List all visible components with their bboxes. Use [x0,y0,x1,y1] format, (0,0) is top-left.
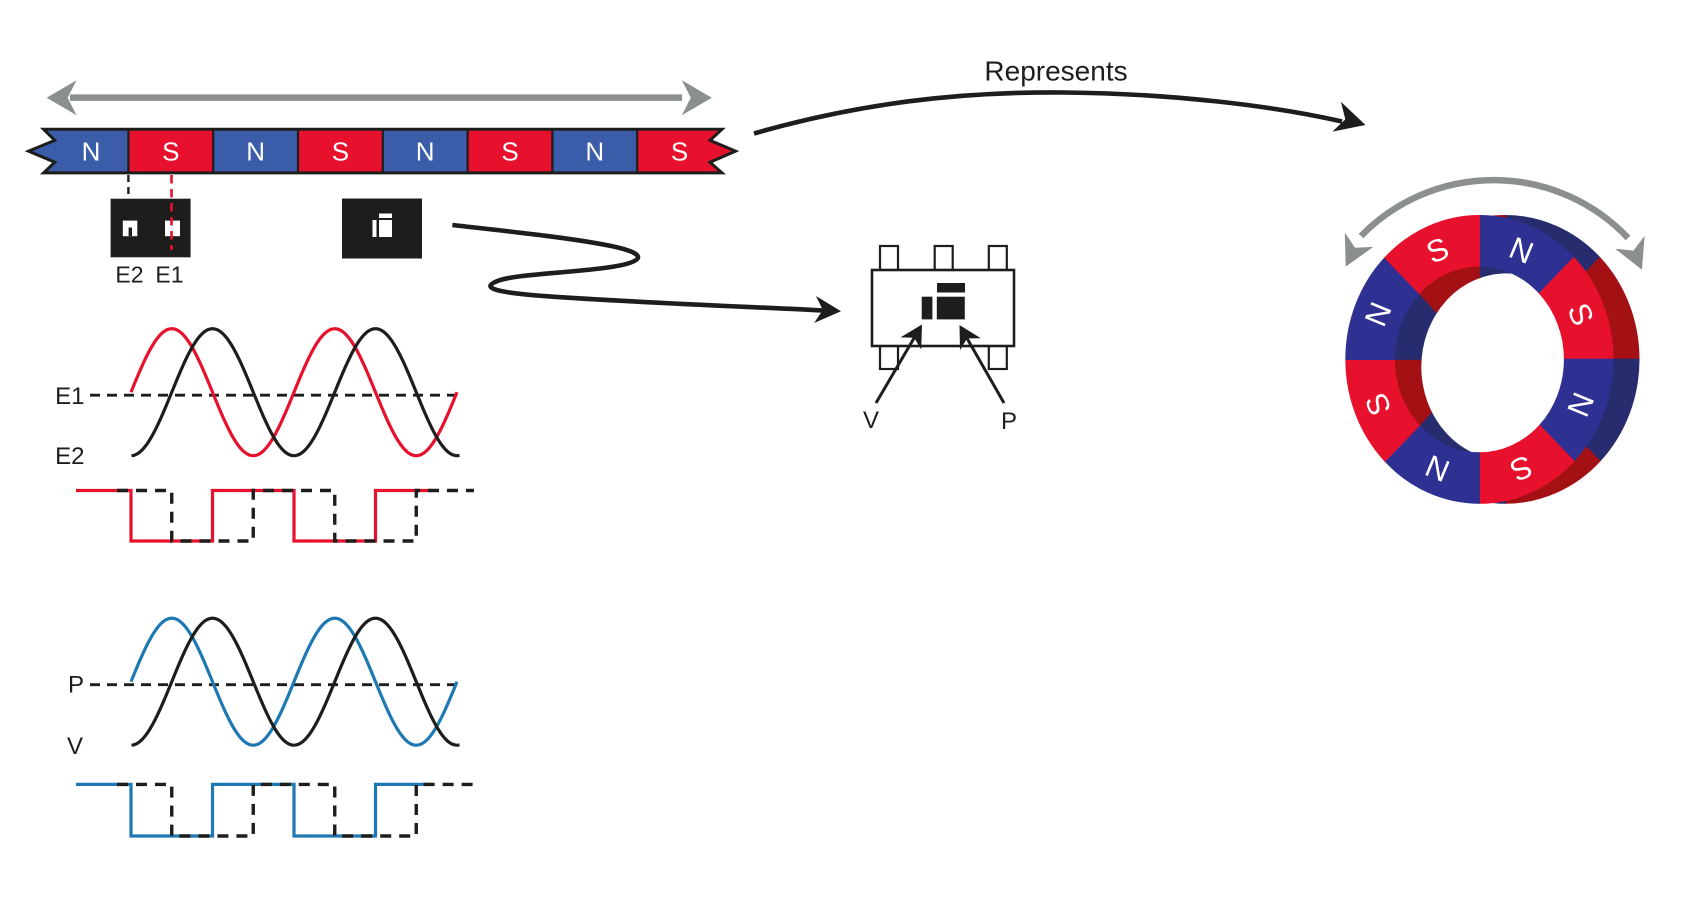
svg-text:E2: E2 [115,261,143,287]
svg-text:V: V [67,733,83,760]
svg-text:E1: E1 [155,261,183,287]
svg-text:E1: E1 [55,383,84,410]
svg-text:N: N [585,137,604,167]
svg-text:N: N [246,137,265,167]
svg-text:S: S [162,137,179,167]
svg-text:P: P [1001,408,1017,435]
svg-text:S: S [671,137,688,167]
svg-text:E2: E2 [55,443,84,470]
svg-text:Represents: Represents [984,55,1127,86]
svg-text:N: N [82,137,101,167]
svg-text:S: S [501,137,518,167]
svg-text:N: N [416,137,435,167]
svg-text:S: S [332,137,349,167]
svg-text:V: V [863,407,879,434]
svg-text:P: P [68,672,84,699]
